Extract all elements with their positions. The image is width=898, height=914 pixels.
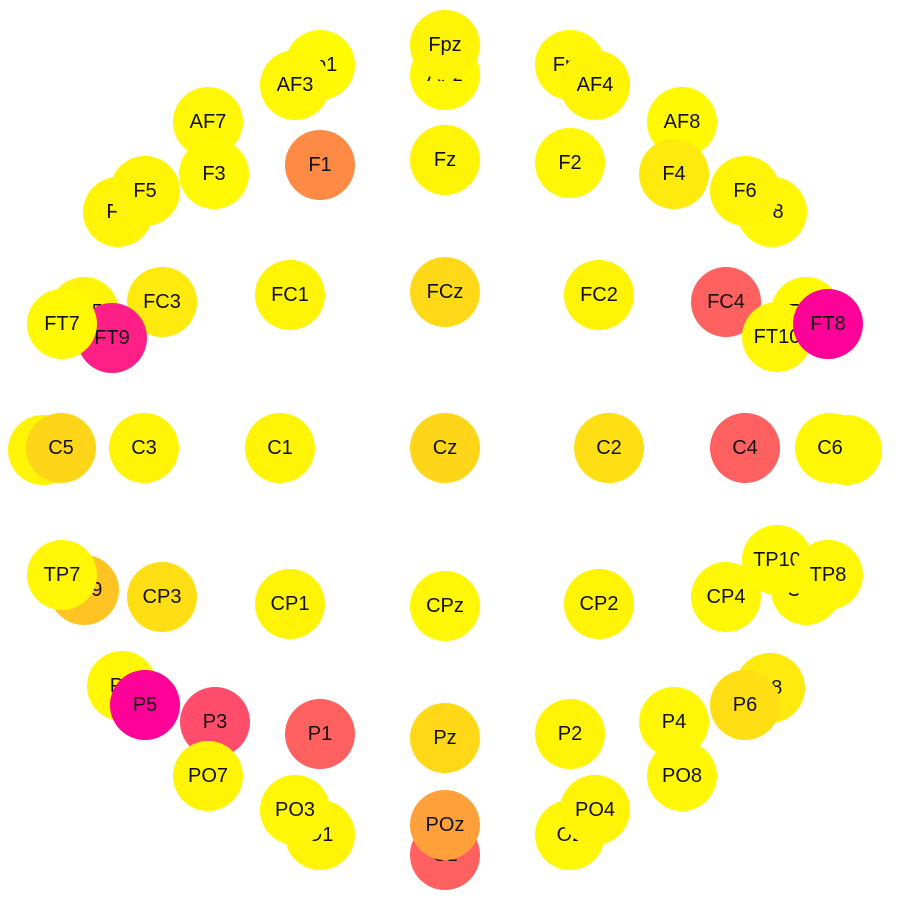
- electrode-c4: C4: [710, 413, 780, 483]
- electrode-cp2: CP2: [564, 569, 634, 639]
- electrode-c2: C2: [574, 413, 644, 483]
- electrode-pz: Pz: [410, 703, 480, 773]
- electrode-po7: PO7: [173, 741, 243, 811]
- electrode-ft7: FT7: [27, 289, 97, 359]
- electrode-tp7: TP7: [27, 540, 97, 610]
- electrode-fcz: FCz: [410, 257, 480, 327]
- electrode-af4: AF4: [560, 50, 630, 120]
- electrode-f3: F3: [179, 139, 249, 209]
- electrode-fc1: FC1: [255, 260, 325, 330]
- electrode-af3: AF3: [260, 50, 330, 120]
- electrode-cp3: CP3: [127, 562, 197, 632]
- electrode-cp1: CP1: [255, 569, 325, 639]
- electrode-p1: P1: [285, 699, 355, 769]
- electrode-p5: P5: [110, 670, 180, 740]
- electrode-po4: PO4: [560, 775, 630, 845]
- electrode-fz: Fz: [410, 125, 480, 195]
- electrode-c5: C5: [26, 413, 96, 483]
- electrode-cpz: CPz: [410, 571, 480, 641]
- electrode-c1: C1: [245, 413, 315, 483]
- electrode-p2: P2: [535, 699, 605, 769]
- electrode-fc2: FC2: [564, 260, 634, 330]
- electrode-po3: PO3: [260, 775, 330, 845]
- electrode-f2: F2: [535, 128, 605, 198]
- electrode-po8: PO8: [647, 741, 717, 811]
- electrode-c3: C3: [109, 413, 179, 483]
- electrode-c6: C6: [795, 413, 865, 483]
- electrode-fpz: Fpz: [410, 10, 480, 80]
- electrode-f1: F1: [285, 130, 355, 200]
- electrode-f6: F6: [710, 156, 780, 226]
- electrode-cz: Cz: [410, 413, 480, 483]
- electrode-p6: P6: [710, 670, 780, 740]
- electrode-f4: F4: [639, 139, 709, 209]
- electrode-poz: POz: [410, 790, 480, 860]
- electrode-f5: F5: [110, 156, 180, 226]
- electrode-tp8: TP8: [793, 540, 863, 610]
- electrode-ft8: FT8: [793, 289, 863, 359]
